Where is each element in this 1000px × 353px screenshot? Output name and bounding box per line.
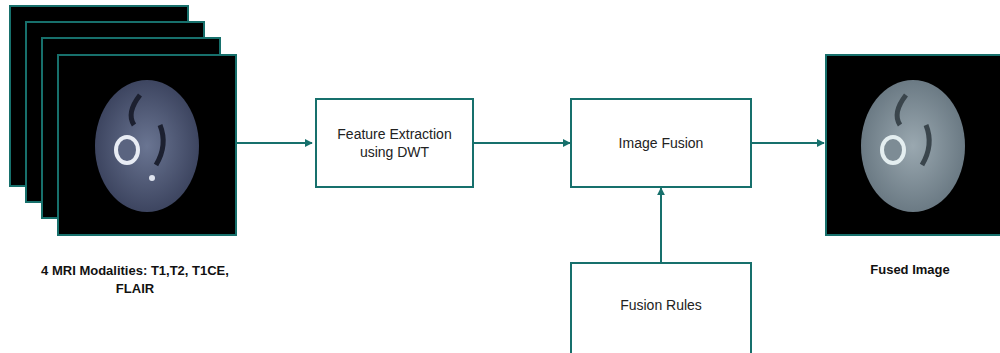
box-text: Image Fusion: [611, 134, 712, 152]
flow-arrow: [474, 142, 570, 144]
box-text: Fusion Rules: [612, 296, 710, 314]
mri-stack: [10, 6, 236, 235]
input-arrow: [236, 142, 312, 144]
process-box: Feature Extraction using DWT: [315, 98, 474, 188]
box-text: Feature Extraction using DWT: [317, 125, 472, 161]
process-box: Image Fusion: [570, 98, 752, 188]
input-caption: 4 MRI Modalities: T1,T2, T1CE, FLAIR: [30, 262, 240, 297]
fused-image: [826, 55, 1000, 235]
output-caption: Fused Image: [820, 261, 1000, 279]
flow-arrow: [660, 188, 662, 262]
output-arrow: [752, 142, 824, 144]
rules-box: Fusion Rules: [570, 262, 752, 353]
